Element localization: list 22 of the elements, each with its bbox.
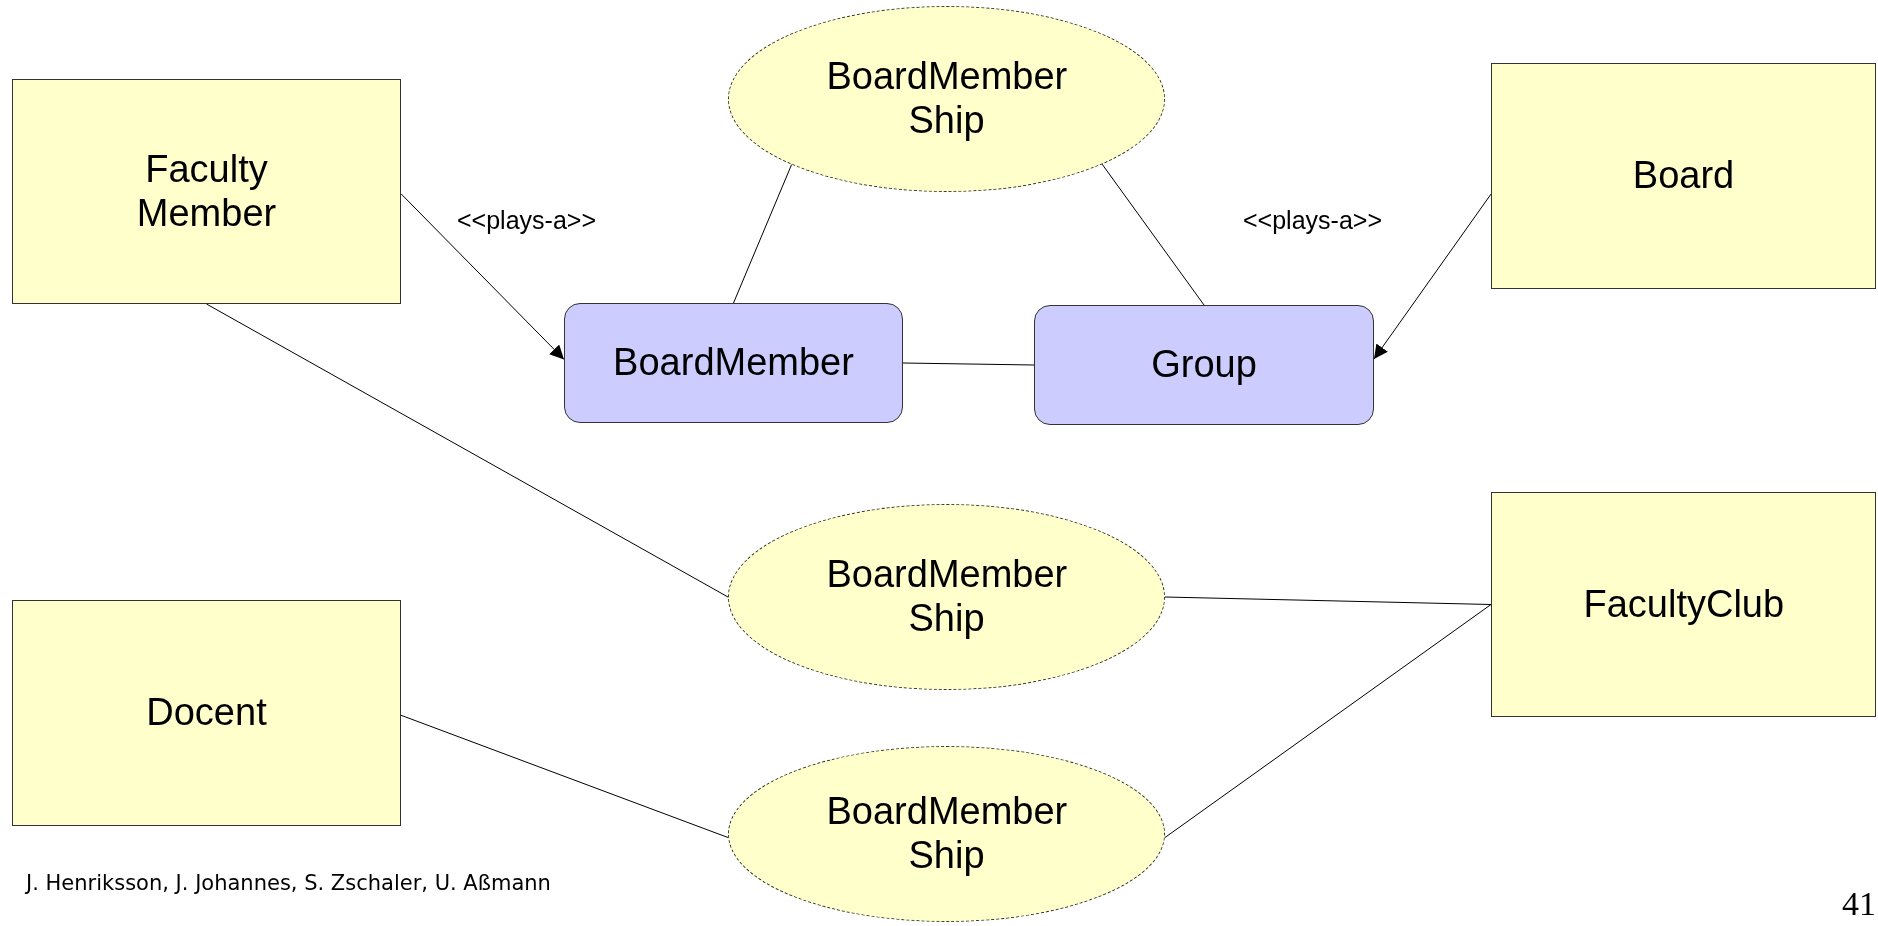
arrow xyxy=(1373,193,1492,360)
connector-line xyxy=(1101,163,1205,306)
connector-line xyxy=(206,303,729,598)
connector-line xyxy=(733,163,793,304)
stereotype-label: <<plays-a>> xyxy=(457,205,596,236)
class-box: Faculty Member xyxy=(12,79,401,304)
role-box: BoardMember xyxy=(564,303,903,423)
connector-line xyxy=(1164,596,1492,605)
class-box: FacultyClub xyxy=(1491,492,1876,717)
ellipse-node: BoardMember Ship xyxy=(728,6,1165,192)
author-credit: J. Henriksson, J. Johannes, S. Zschaler, U. Aßmann xyxy=(26,870,551,897)
class-box: Docent xyxy=(12,600,401,826)
ellipse-node: BoardMember Ship xyxy=(728,746,1165,922)
role-box: Group xyxy=(1034,305,1374,425)
ellipse-node: BoardMember Ship xyxy=(728,504,1165,690)
connector-line xyxy=(400,714,729,838)
arrow xyxy=(400,193,565,360)
class-box: Board xyxy=(1491,63,1876,289)
page-number: 41 xyxy=(1842,884,1876,924)
stereotype-label: <<plays-a>> xyxy=(1243,205,1382,236)
connector-line xyxy=(902,362,1035,366)
connector-line xyxy=(1164,604,1492,838)
